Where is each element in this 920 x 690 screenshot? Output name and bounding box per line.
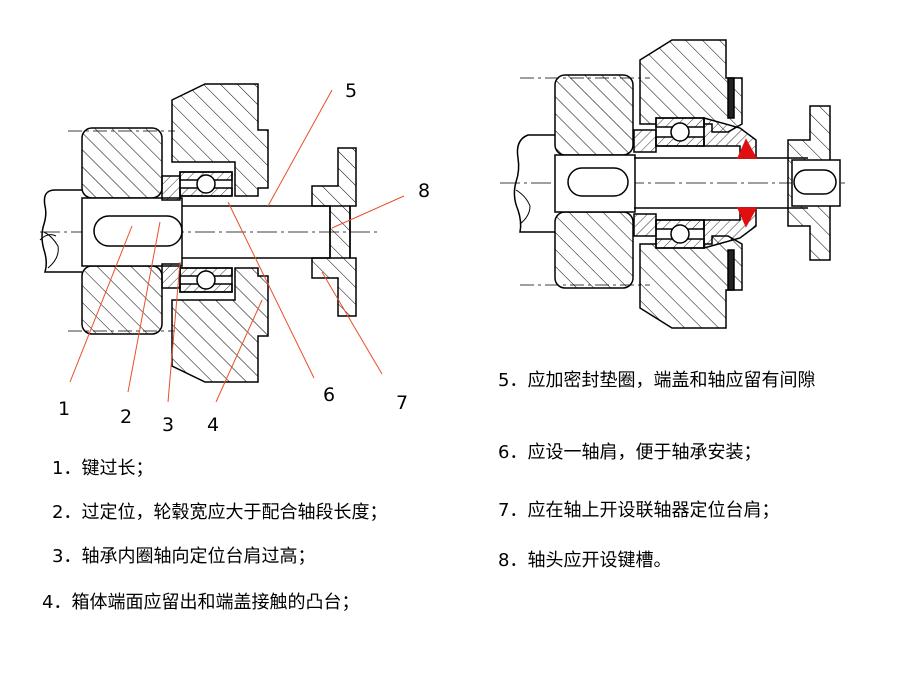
note-5: 5．应加密封垫圈，端盖和轴应留有间隙 [498,370,816,391]
callout-5: 5 [345,80,358,102]
callout-8: 8 [418,180,431,202]
note-8: 8．轴头应开设键槽。 [498,550,672,571]
callout-4: 4 [207,414,220,436]
note-1: 1．键过长； [52,458,154,479]
callout-2: 2 [120,406,133,428]
correct-design-drawing [500,39,845,329]
faulty-design-drawing [39,83,380,383]
callout-6: 6 [323,384,336,406]
note-2: 2．过定位，轮毂宽应大于配合轴段长度； [52,502,388,523]
note-3: 3．轴承内圈轴向定位台肩过高； [52,546,316,567]
leader-lines-left [69,89,405,403]
note-4: 4．箱体端面应留出和端盖接触的凸台； [42,592,360,613]
note-6: 6．应设一轴肩，便于轴承安装； [498,442,762,463]
note-7: 7．应在轴上开设联轴器定位台肩； [498,500,780,521]
callout-3: 3 [162,414,175,436]
callout-1: 1 [58,398,71,420]
callout-7: 7 [396,392,409,414]
